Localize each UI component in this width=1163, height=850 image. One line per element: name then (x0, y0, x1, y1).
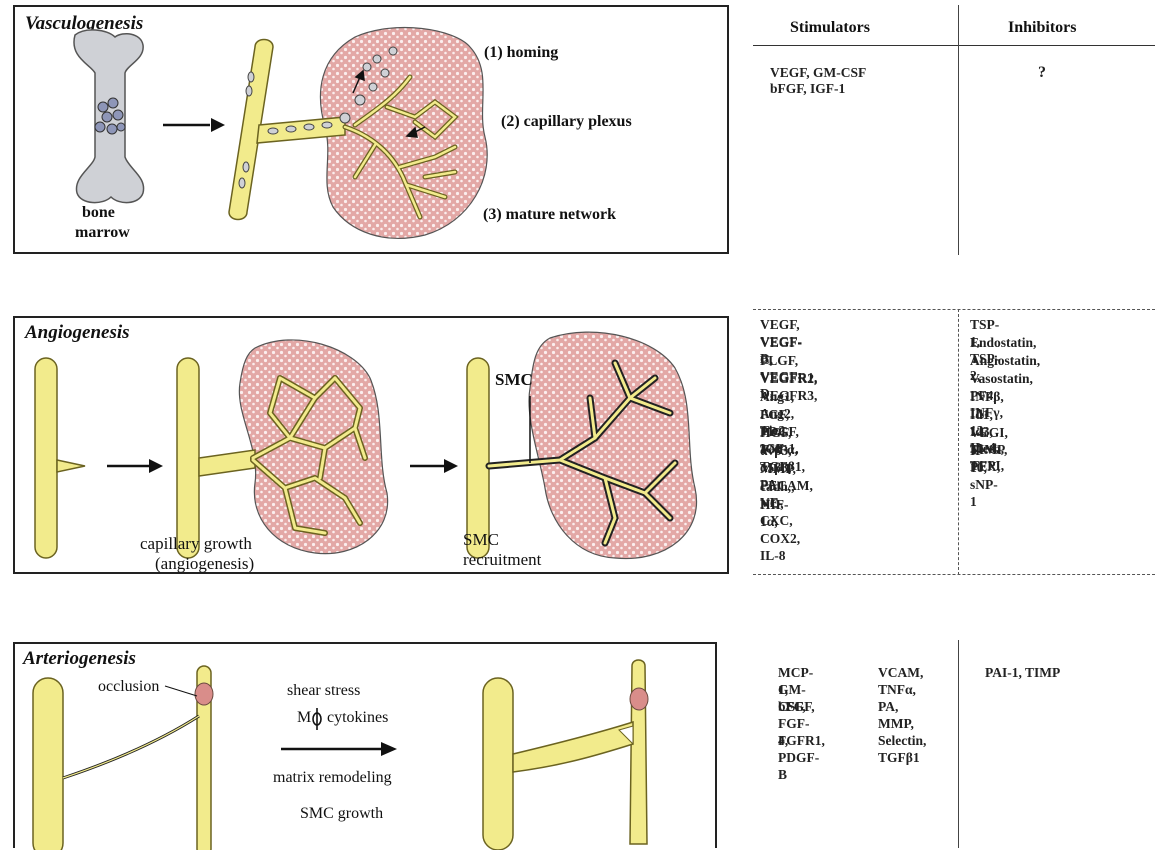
step-homing: (1) homing (484, 43, 558, 62)
list-item: VCAM, (878, 664, 923, 681)
vasculogenesis-panel: Vasculogenesis (13, 5, 729, 254)
step-capillary-plexus: (2) capillary plexus (501, 112, 632, 131)
vasculogenesis-illustration (15, 7, 731, 256)
vasc-stimulators-1: VEGF, GM-CSF (770, 64, 866, 81)
angiogenesis-panel: Angiogenesis (13, 316, 729, 574)
process-arrow-head (381, 742, 397, 756)
step-mature-network: (3) mature network (483, 205, 616, 224)
arteriogenesis-panel: Arteriogenesis occlusion shear stress M … (13, 642, 717, 848)
smc-label: SMC (495, 370, 533, 389)
header-inhibitors: Inhibitors (1008, 19, 1076, 37)
list-item: Angiostatin, (970, 352, 1040, 369)
list-item: bFGF, (778, 698, 815, 715)
column-divider-top (958, 5, 959, 255)
vessel-stage3 (467, 358, 489, 558)
list-item: PA, (878, 698, 898, 715)
header-stimulators: Stimulators (790, 19, 870, 37)
collateral-thin (63, 716, 199, 778)
list-item: FGFR1, (778, 732, 825, 749)
shear-stress-label: shear stress (287, 681, 360, 700)
angiogenesis-label: (angiogenesis) (155, 554, 254, 573)
smc-growth-label: SMC growth (300, 804, 383, 823)
vessel-stage2 (177, 358, 199, 558)
vessel-stage1 (35, 358, 57, 558)
arterio-inhibitors: PAI-1, TIMP (985, 664, 1060, 681)
artery-large-left (33, 678, 63, 850)
list-item: Selectin, (878, 732, 926, 749)
bone-label: bone (82, 203, 115, 222)
arrow-head (211, 118, 225, 132)
pointer-occlusion (165, 686, 197, 696)
list-item: TNFα, (878, 681, 916, 698)
occlusion-plaque-left (195, 683, 213, 705)
occlusion-plaque-right (630, 688, 648, 710)
angio-column-divider (958, 309, 959, 575)
arrow-1-head (149, 459, 163, 473)
list-item: HIF-1α, COX2, IL-8 (760, 496, 800, 564)
smc-recruitment-label-2: recruitment (463, 550, 541, 569)
arrow-2-head (444, 459, 458, 473)
capillary-trunk-2 (199, 450, 255, 476)
matrix-remodeling-label: matrix remodeling (273, 768, 392, 787)
artery-large-right (483, 678, 513, 850)
collateral-thick (513, 722, 633, 772)
header-rule (753, 45, 1155, 46)
phi-symbol (313, 708, 321, 730)
occlusion-label: occlusion (98, 677, 159, 696)
angio-top-rule (753, 309, 1155, 310)
vasc-inhibitors-1: ? (1038, 64, 1046, 81)
collateral-thin-fill (63, 716, 199, 778)
list-item: Endostatin, (970, 334, 1036, 351)
arterio-column-divider (958, 640, 959, 848)
vasc-stimulators-2: bFGF, IGF-1 (770, 80, 845, 97)
list-item: IP-10, sNP-1 (970, 442, 998, 510)
sprout-bud (57, 460, 85, 472)
list-item: MMP, (878, 715, 914, 732)
list-item: TGFβ1 (878, 749, 920, 766)
macrophage-m-label: M (297, 708, 311, 727)
marrow-label: marrow (75, 223, 130, 242)
angiogenesis-illustration (15, 318, 731, 576)
capillary-growth-label: capillary growth (140, 534, 252, 553)
angio-bottom-rule (753, 574, 1155, 575)
smc-recruitment-label-1: SMC (463, 530, 499, 549)
cytokines-label: cytokines (327, 708, 388, 727)
list-item: PDGF-B (778, 749, 819, 783)
